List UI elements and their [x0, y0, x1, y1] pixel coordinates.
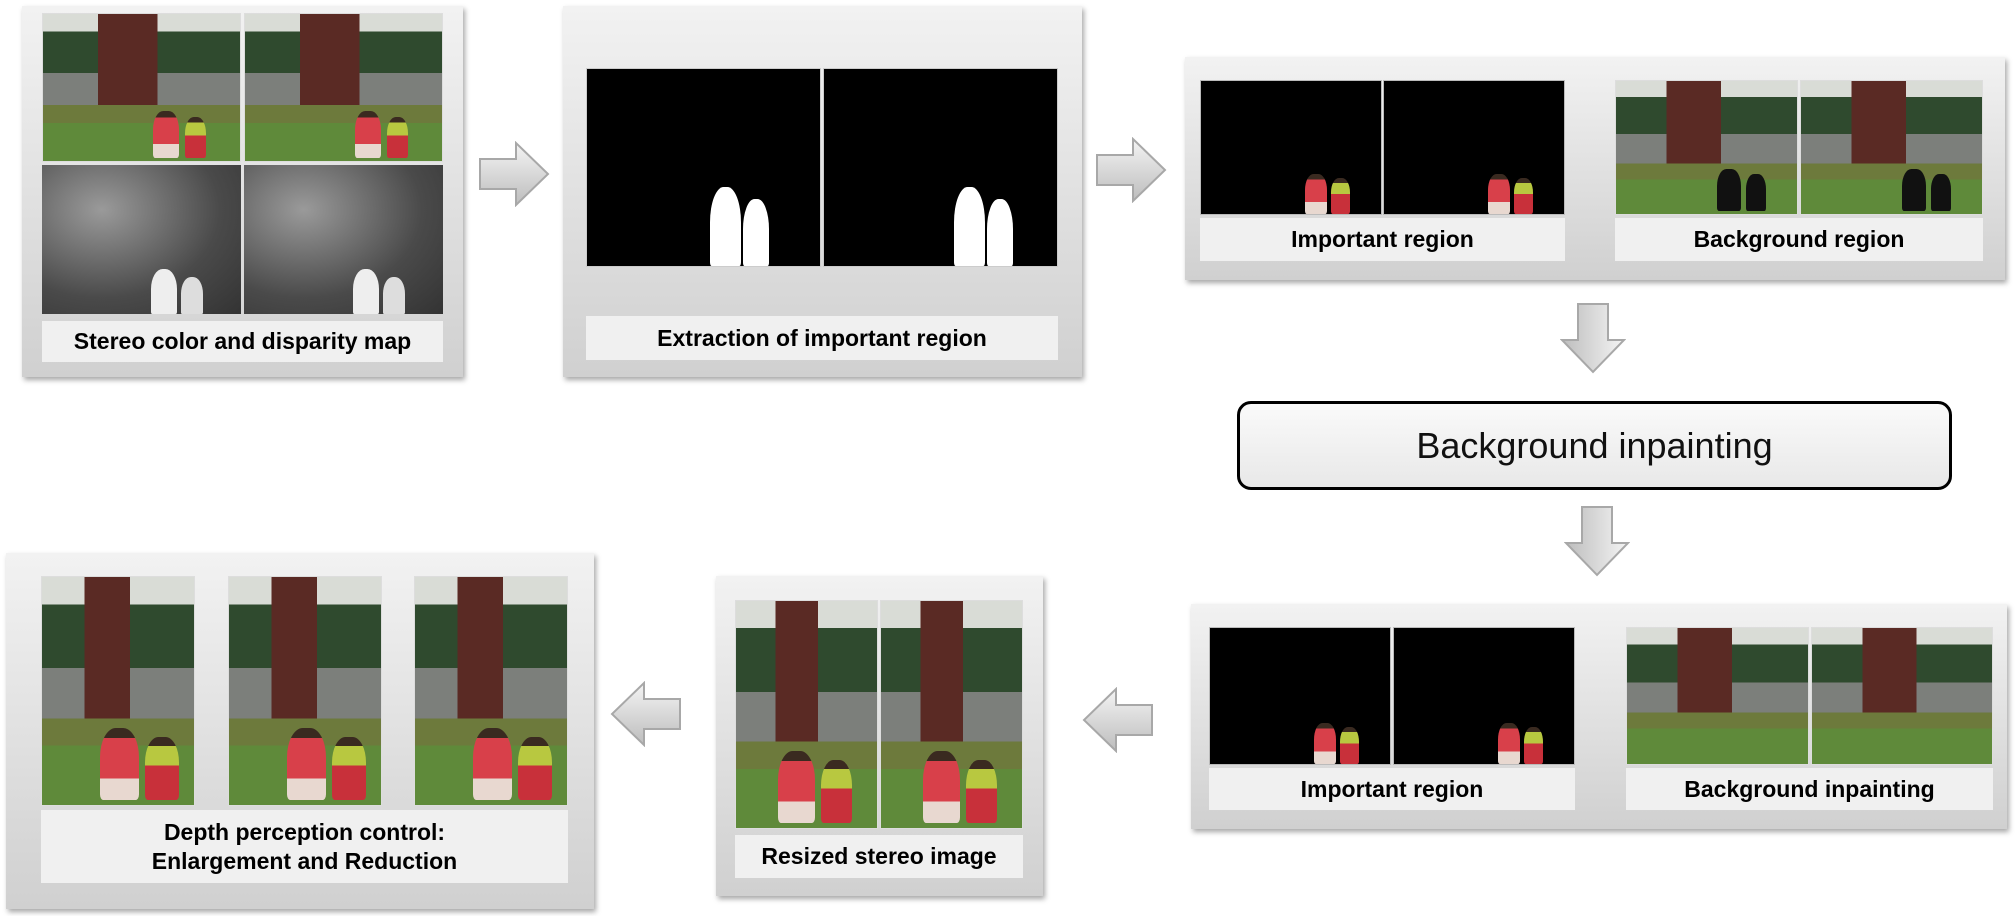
important-region-label: Important region [1200, 218, 1565, 261]
right-mask-image [823, 68, 1058, 267]
stereo-label: Stereo color and disparity map [42, 321, 443, 362]
resized-panel: Resized stereo image [716, 576, 1043, 896]
arrow-left-icon [1082, 687, 1154, 753]
depth-image-2 [228, 576, 382, 806]
important-right-image [1393, 627, 1575, 765]
extraction-panel: Extraction of important region [563, 6, 1082, 377]
right-disparity-map [244, 165, 443, 314]
arrow-left-icon [610, 681, 682, 747]
background-left-image [1615, 80, 1798, 215]
arrow-down-icon [1557, 302, 1629, 374]
depth-label-line1: Depth perception control: [163, 818, 446, 845]
important-left-image [1209, 627, 1391, 765]
resized-label: Resized stereo image [735, 835, 1023, 878]
stereo-panel: Stereo color and disparity map [22, 6, 463, 377]
inpainted-right-image [1811, 627, 1993, 765]
background-region-label: Background region [1615, 218, 1983, 261]
important-left-image [1200, 80, 1382, 215]
depth-label-line2: Enlargement and Reduction [151, 847, 458, 874]
arrow-down-icon [1561, 505, 1633, 577]
left-color-image [42, 13, 241, 162]
resized-left-image [735, 600, 878, 829]
background-inpainting-label: Background inpainting [1626, 768, 1993, 810]
depth-label: Depth perception control: Enlargement an… [41, 810, 568, 883]
region-split-panel: Important region Background region [1185, 57, 2005, 280]
important-region-label: Important region [1209, 768, 1575, 810]
inpainted-left-image [1626, 627, 1809, 765]
background-right-image [1800, 80, 1983, 215]
right-color-image [244, 13, 443, 162]
depth-image-3 [414, 576, 568, 806]
background-inpainting-process-box: Background inpainting [1237, 401, 1952, 490]
depth-image-1 [41, 576, 195, 806]
resized-right-image [880, 600, 1023, 829]
depth-panel: Depth perception control: Enlargement an… [6, 553, 594, 909]
important-right-image [1383, 80, 1565, 215]
left-disparity-map [42, 165, 241, 314]
arrow-right-icon [1095, 137, 1167, 203]
inpainted-panel: Important region Background inpainting [1191, 604, 2007, 829]
extraction-label: Extraction of important region [586, 316, 1058, 360]
left-mask-image [586, 68, 821, 267]
arrow-right-icon [478, 141, 550, 207]
